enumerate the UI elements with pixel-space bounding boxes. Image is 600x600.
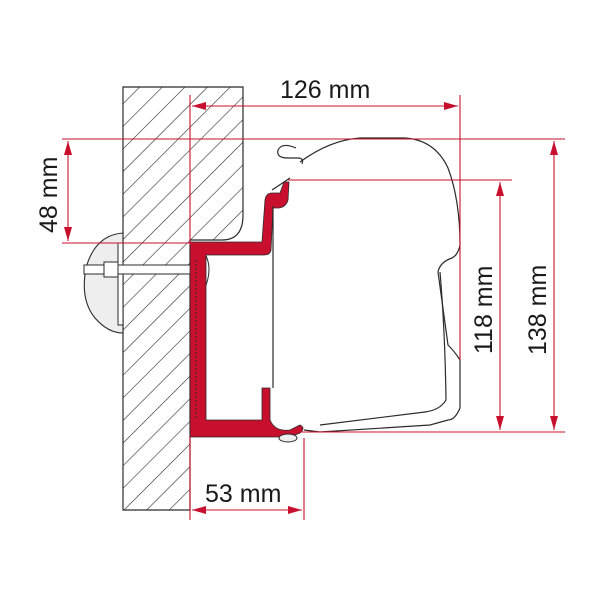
wall bbox=[122, 86, 244, 511]
wall-section bbox=[122, 86, 244, 511]
dimension-53mm-label: 53 mm bbox=[205, 480, 281, 508]
awning-case bbox=[271, 137, 461, 433]
awning-body bbox=[299, 137, 461, 433]
dimension-138mm-label: 138 mm bbox=[524, 265, 552, 355]
bracket-screw bbox=[278, 433, 298, 443]
bolt-nut bbox=[103, 261, 119, 278]
adapter-bracket bbox=[189, 181, 304, 443]
dimension-126mm-label: 126 mm bbox=[280, 76, 370, 104]
awning-inner-line bbox=[271, 177, 447, 426]
dimension-118mm-label: 118 mm bbox=[470, 266, 498, 354]
bracket-profile bbox=[189, 181, 304, 438]
bolt-washer bbox=[117, 242, 124, 326]
awning-hook bbox=[277, 144, 304, 165]
dimension-48mm-label: 48 mm bbox=[35, 157, 63, 233]
bolt-shaft bbox=[83, 264, 199, 275]
bolt-cap bbox=[83, 232, 124, 334]
dimension-lines bbox=[62, 95, 565, 520]
